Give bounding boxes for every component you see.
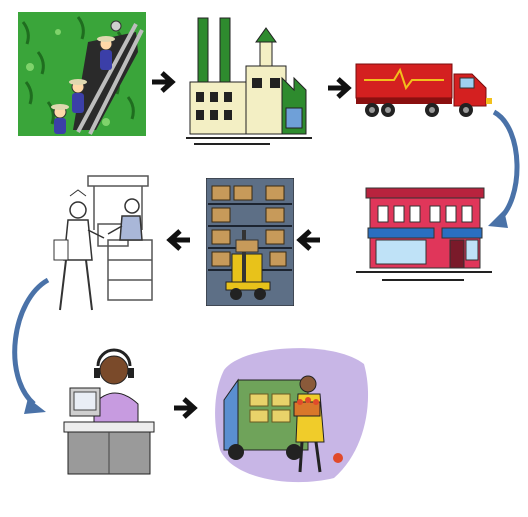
- warehouse-forklift-icon: [206, 178, 294, 306]
- curved-flow-arrow: [480, 108, 528, 238]
- flow-arrow: [296, 228, 322, 252]
- office-workers-icon: [50, 170, 162, 320]
- flow-arrow: [172, 396, 198, 420]
- flow-arrow: [150, 70, 176, 94]
- call-center-agent-icon: [62, 344, 158, 480]
- farm-workers-icon: [18, 12, 146, 136]
- flow-arrow: [166, 228, 192, 252]
- delivery-van-icon: [214, 340, 374, 490]
- factory-icon: [186, 12, 314, 148]
- flow-arrow: [326, 76, 352, 100]
- storefront-icon: [356, 182, 494, 286]
- curved-flow-arrow: [4, 276, 54, 424]
- semi-truck-icon: [354, 58, 494, 124]
